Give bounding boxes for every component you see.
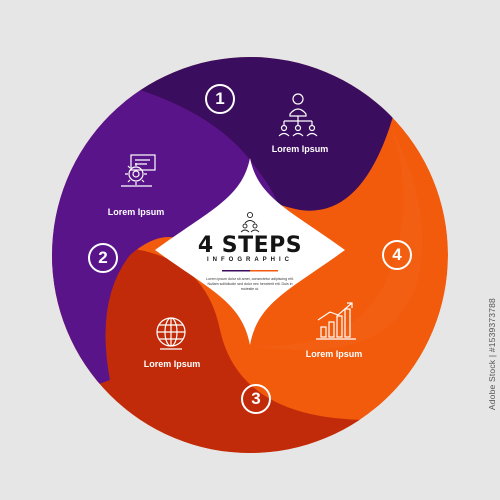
- stock-watermark: Adobe Stock | #1539373788: [487, 297, 497, 410]
- step-2-label: Lorem Ipsum: [107, 207, 165, 217]
- step-1-label: Lorem Ipsum: [271, 144, 329, 154]
- gear-presentation-icon: [121, 154, 156, 187]
- center-divider-purple: [222, 270, 250, 272]
- step-4-number: 4: [382, 240, 412, 270]
- organization-chart-icon: [278, 93, 318, 137]
- center-description: Lorem ipsum dolor sit amet, consectetur …: [206, 277, 294, 291]
- team-icon: [240, 211, 260, 233]
- globe-icon: [156, 317, 186, 350]
- center-star: [155, 158, 345, 345]
- center-divider-orange: [250, 270, 278, 272]
- growth-chart-icon: [316, 302, 356, 340]
- center-subtitle: INFOGRAPHIC: [207, 257, 293, 263]
- step-3-label: Lorem Ipsum: [143, 359, 201, 369]
- step-4-label: Lorem Ipsum: [305, 349, 363, 359]
- step-3-number: 3: [241, 384, 271, 414]
- step-2-number: 2: [88, 243, 118, 273]
- center-title: 4 STEPS: [197, 233, 303, 258]
- step-1-number: 1: [205, 84, 235, 114]
